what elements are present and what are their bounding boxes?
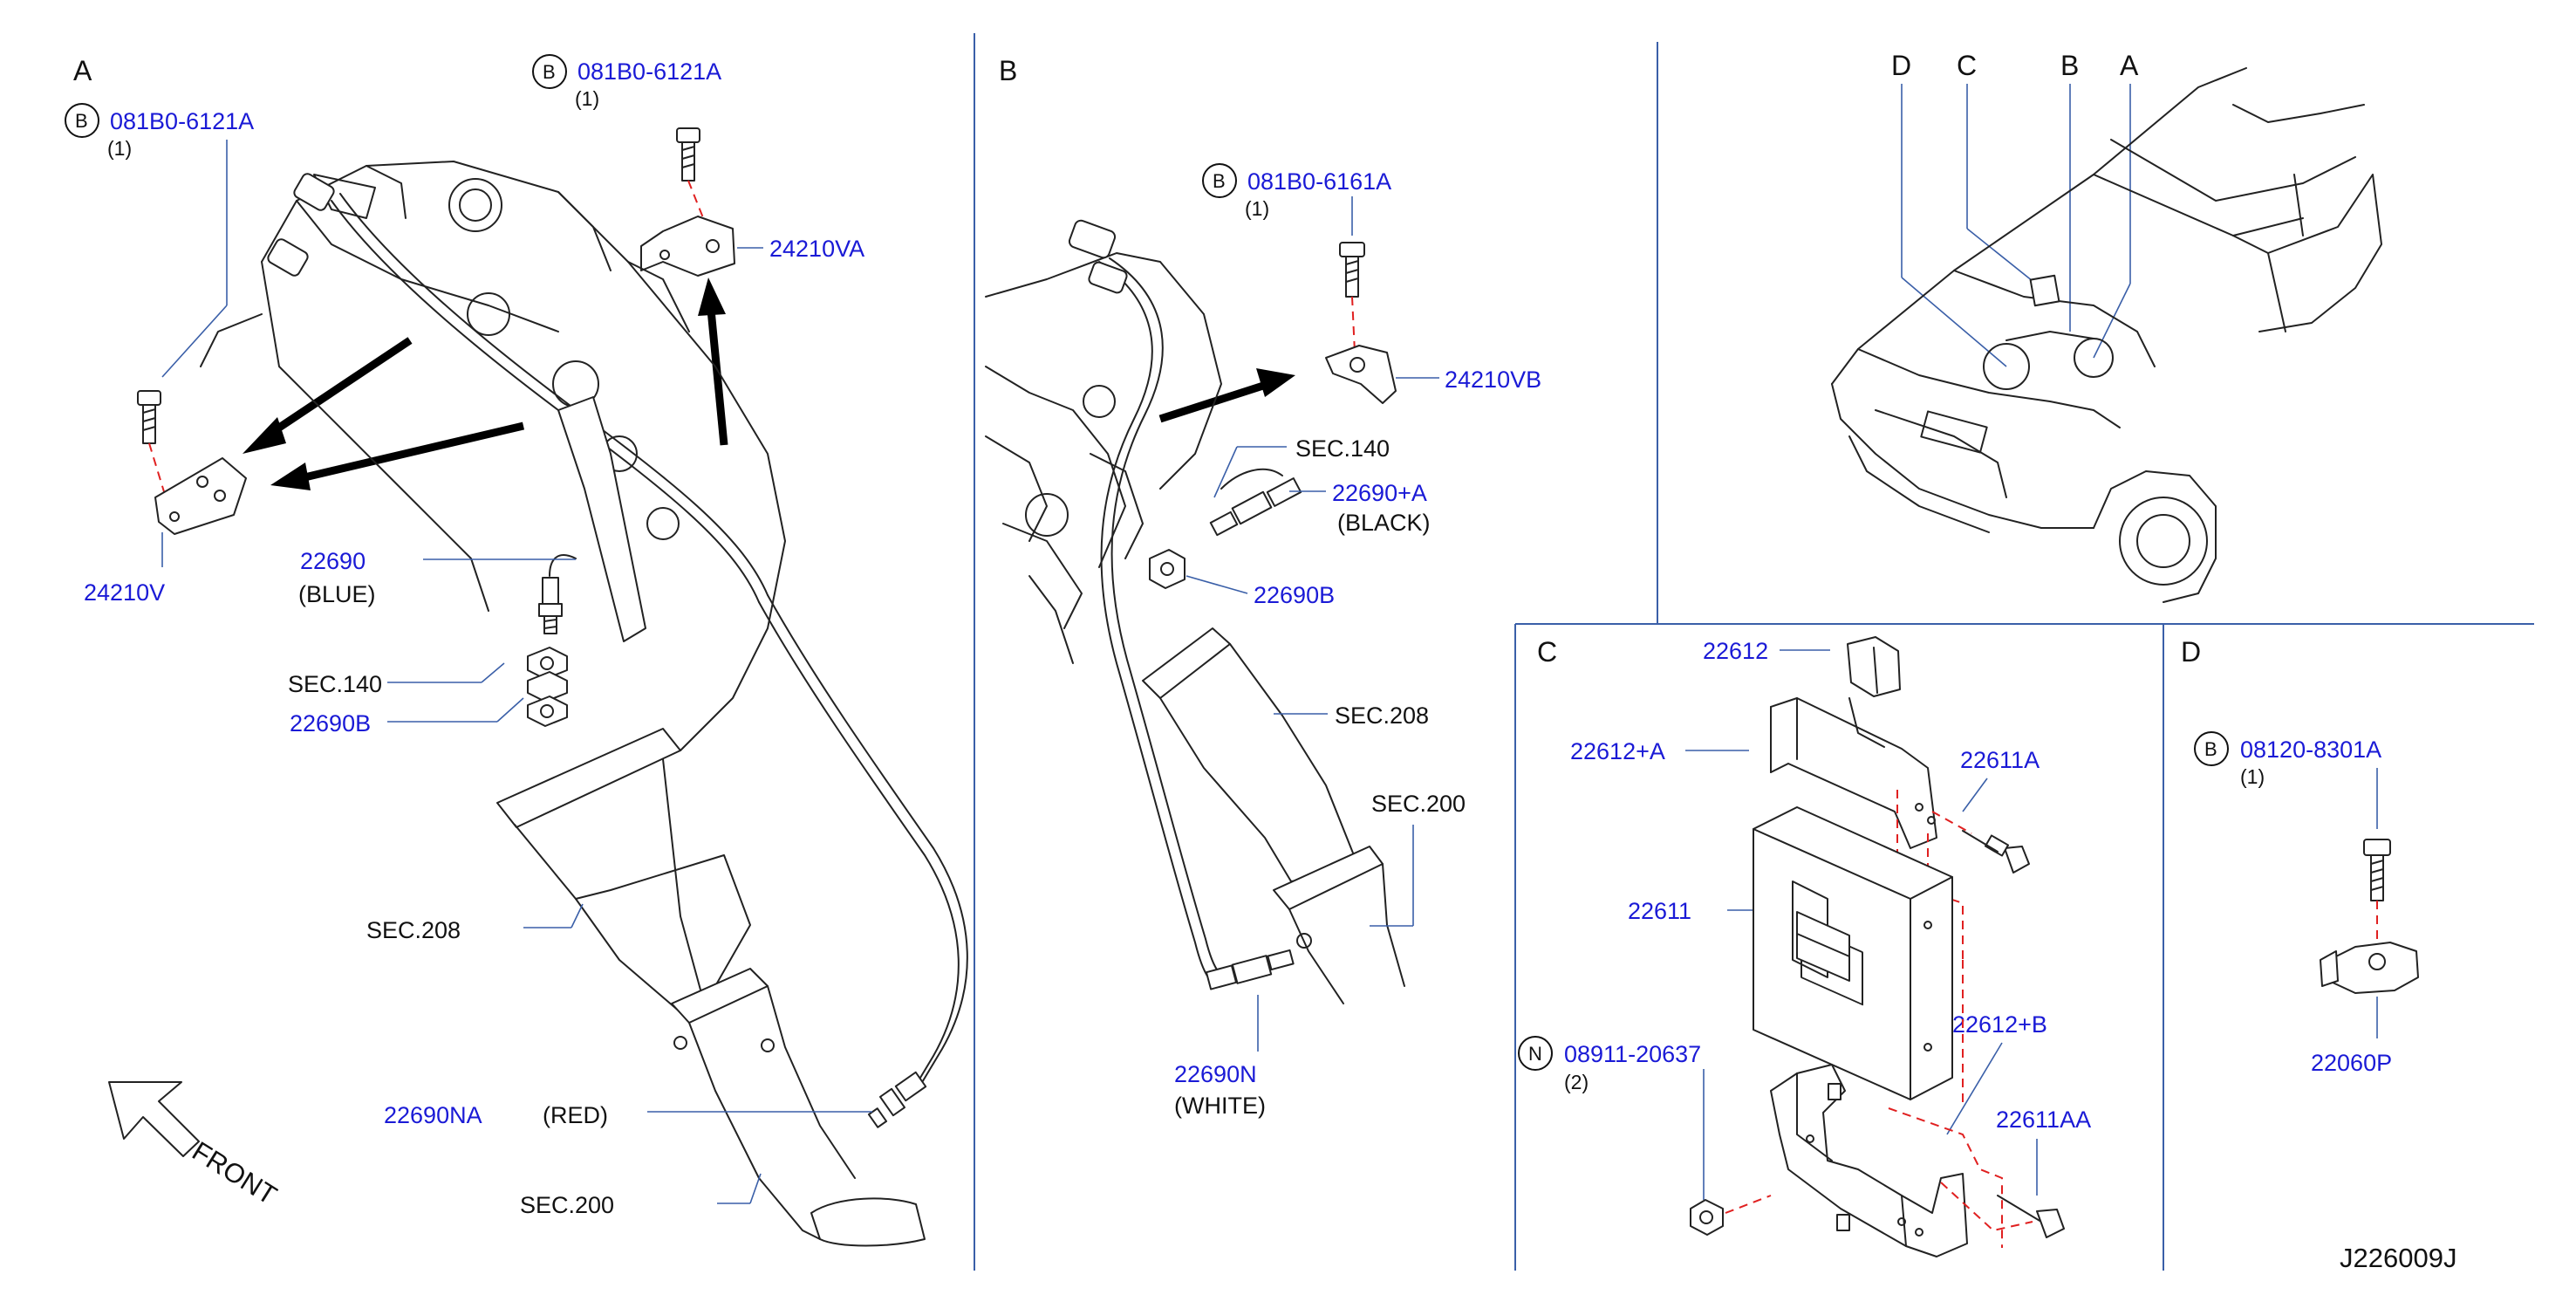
part-24210va[interactable]: 24210VA bbox=[769, 236, 864, 262]
panel-d-header: D bbox=[2181, 636, 2201, 668]
part-22612-plus-b[interactable]: 22612+B bbox=[1952, 1011, 2047, 1038]
part-24210v[interactable]: 24210V bbox=[84, 579, 165, 606]
bolt-ref-circle bbox=[2194, 731, 2229, 766]
ref-sec-200-b: SEC.200 bbox=[1371, 791, 1466, 817]
part-24210vb[interactable]: 24210VB bbox=[1445, 367, 1541, 393]
vehicle-drawing bbox=[1831, 67, 2382, 603]
panel-c: C 22612 22612+A 22611A 22611 bbox=[1518, 636, 2091, 1257]
panel-b-header: B bbox=[999, 55, 1017, 86]
ecm-22611-drawing bbox=[1753, 806, 1953, 1100]
bracket-22612b-drawing bbox=[1770, 1064, 1968, 1257]
bracket-24210va-drawing bbox=[640, 127, 735, 277]
panel-a: A B 081B0-6121A (1) B 081B0-6121A (1) 24… bbox=[65, 54, 968, 1247]
bolt-ref-circle bbox=[532, 54, 567, 89]
nut-08911-drawing bbox=[1690, 1195, 1772, 1236]
pointer-arrows bbox=[243, 278, 728, 490]
sensor-22690-drawing bbox=[538, 554, 577, 634]
panel-dividers bbox=[974, 33, 2534, 1271]
bracket-22612a-drawing bbox=[1770, 697, 1937, 849]
ref-sec-208-b: SEC.208 bbox=[1335, 702, 1429, 729]
diagram-code: J226009J bbox=[2340, 1243, 2456, 1273]
qty-label: (1) bbox=[2240, 765, 2265, 788]
pointer-arrow-b bbox=[1158, 368, 1295, 423]
part-081b0-6121a-left[interactable]: 081B0-6121A bbox=[110, 108, 254, 134]
qty-label: (1) bbox=[107, 137, 132, 160]
part-081b0-6121a-top[interactable]: 081B0-6121A bbox=[577, 58, 721, 85]
ref-sec-208: SEC.208 bbox=[366, 917, 461, 943]
ref-sec-140: SEC.140 bbox=[288, 671, 382, 697]
sensor-22690na-drawing bbox=[867, 1071, 927, 1128]
front-direction-arrow: FRONT bbox=[108, 1081, 282, 1211]
bolt-ref-circle bbox=[1202, 163, 1237, 198]
part-22612[interactable]: 22612 bbox=[1703, 638, 1768, 664]
bracket-24210v-drawing bbox=[137, 390, 247, 535]
nut-ref-letter: N bbox=[1528, 1043, 1542, 1065]
callout-letter-c: C bbox=[1957, 50, 1977, 81]
engine-block-drawing bbox=[200, 161, 968, 1100]
part-22060p[interactable]: 22060P bbox=[2311, 1050, 2392, 1076]
bolt-ref-letter: B bbox=[75, 110, 88, 132]
bolt-ref-letter: B bbox=[2204, 738, 2217, 760]
nut-ref-circle bbox=[1518, 1036, 1553, 1071]
exhaust-a-drawing bbox=[496, 728, 926, 1247]
panel-c-header: C bbox=[1537, 636, 1557, 668]
panel-d: D B 08120-8301A (1) 22060P bbox=[2181, 636, 2419, 1076]
part-22690-plus-a[interactable]: 22690+A bbox=[1332, 480, 1427, 506]
part-08911-20637[interactable]: 08911-20637 bbox=[1564, 1041, 1701, 1067]
callout-letter-b: B bbox=[2060, 50, 2079, 81]
color-note-blue: (BLUE) bbox=[298, 581, 376, 607]
qty-label: (1) bbox=[1245, 197, 1269, 220]
part-22690na[interactable]: 22690NA bbox=[384, 1102, 482, 1128]
bolt-ref-letter: B bbox=[543, 61, 556, 83]
callout-letter-a: A bbox=[2120, 50, 2139, 81]
part-22611[interactable]: 22611 bbox=[1628, 898, 1691, 924]
part-22611aa[interactable]: 22611AA bbox=[1996, 1107, 2091, 1133]
engine-b-drawing bbox=[985, 219, 1405, 1004]
bolt-ref-circle bbox=[65, 103, 99, 138]
part-22690n[interactable]: 22690N bbox=[1174, 1061, 1257, 1087]
washer-22690b-b bbox=[1149, 549, 1186, 589]
front-label: FRONT bbox=[187, 1135, 282, 1210]
sensor-22690n-drawing bbox=[1205, 949, 1295, 990]
bolt-22611aa-drawing bbox=[1997, 1195, 2065, 1238]
clip-22612-drawing bbox=[1847, 636, 1901, 697]
bolt-22611a-drawing bbox=[1931, 811, 2030, 874]
vehicle-overview: D C B A bbox=[1831, 50, 2382, 603]
color-note-white: (WHITE) bbox=[1174, 1093, 1266, 1119]
qty-label: (2) bbox=[1564, 1071, 1589, 1093]
ref-sec-140-b: SEC.140 bbox=[1295, 435, 1390, 462]
part-22611a[interactable]: 22611A bbox=[1960, 747, 2040, 773]
part-22690[interactable]: 22690 bbox=[300, 548, 366, 574]
part-08120-8301a[interactable]: 08120-8301A bbox=[2240, 737, 2381, 763]
bolt-ref-letter: B bbox=[1213, 170, 1226, 192]
washers-22690b bbox=[527, 647, 568, 727]
part-22690b-a[interactable]: 22690B bbox=[290, 710, 371, 737]
panel-b: B B 081B0-6161A (1) 24210VB bbox=[985, 55, 1541, 1119]
callout-letter-d: D bbox=[1891, 50, 1911, 81]
part-22612-plus-a[interactable]: 22612+A bbox=[1570, 738, 1665, 764]
panel-a-header: A bbox=[73, 55, 92, 86]
part-22690b-b[interactable]: 22690B bbox=[1254, 582, 1335, 608]
bracket-24210vb-drawing bbox=[1325, 242, 1397, 404]
ref-sec-200: SEC.200 bbox=[520, 1192, 614, 1218]
color-note-red: (RED) bbox=[543, 1102, 608, 1128]
qty-label: (1) bbox=[575, 87, 599, 110]
part-081b0-6161a[interactable]: 081B0-6161A bbox=[1247, 168, 1391, 195]
color-note-black: (BLACK) bbox=[1337, 510, 1431, 536]
sensor-22690a-drawing bbox=[1209, 468, 1302, 537]
knock-sensor-22060p-drawing bbox=[2320, 839, 2419, 994]
